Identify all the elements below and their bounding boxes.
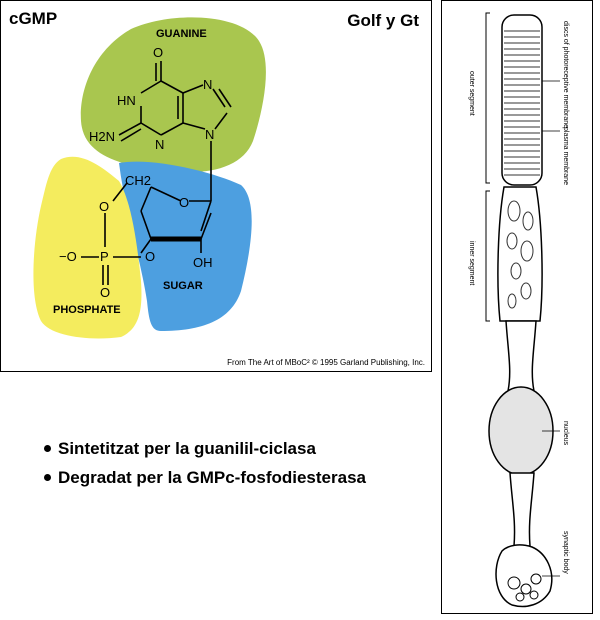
sugar-label: SUGAR [163, 280, 203, 292]
bullet-item: Degradat per la GMPc-fosfodiesterasa [44, 463, 366, 492]
atom-oh: OH [193, 255, 213, 270]
cell-stalk-upper [505, 320, 537, 392]
figure-credit: From The Art of MBoC² © 1995 Garland Pub… [227, 358, 425, 367]
synaptic-body-shape [495, 544, 553, 608]
photoreceptive-discs [504, 30, 540, 176]
atom-n-right-top: N [203, 77, 212, 92]
guanine-bonds [118, 61, 232, 201]
bullet-icon [44, 445, 51, 452]
golf-gt-title: Golf y Gt [347, 11, 419, 30]
sugar-region [119, 161, 252, 331]
inner-segment-label: inner segment [468, 241, 475, 285]
bullet-item: Sintetitzat per la guanilil-ciclasa [44, 434, 366, 463]
atom-labels: O HN N H2N N N CH2 O O −O P O O OH [59, 45, 214, 300]
atom-p: P [100, 249, 109, 264]
atom-ch2: CH2 [125, 173, 151, 188]
cell-stalk-lower [509, 472, 535, 547]
bullet-text: Degradat per la GMPc-fosfodiesterasa [58, 468, 366, 487]
bullet-list: Sintetitzat per la guanilil-ciclasa Degr… [44, 434, 366, 492]
guanine-label: GUANINE [156, 28, 207, 40]
bullet-icon [44, 474, 51, 481]
synaptic-body-label: synaptic body [562, 531, 569, 574]
phosphate-label: PHOSPHATE [53, 304, 121, 316]
atom-n-bottom-left: N [155, 137, 164, 152]
inner-segment-shape [497, 186, 543, 322]
atom-o-bridge: O [145, 249, 155, 264]
atom-o-minus: −O [59, 249, 77, 264]
phosphate-region [33, 156, 142, 339]
bullet-text: Sintetitzat per la guanilil-ciclasa [58, 439, 316, 458]
cgmp-title: cGMP [9, 9, 58, 28]
guanine-region [80, 17, 266, 173]
plasma-membrane-label: plasma membrane [562, 127, 569, 185]
cgmp-structure-panel: cGMP Golf y Gt GUANINE SUGAR PHOSPHATE [0, 0, 432, 372]
atom-hn: HN [117, 93, 136, 108]
nucleus-label: nucleus [562, 421, 569, 446]
label-leaders [542, 80, 560, 577]
sugar-phosphate-bonds [81, 182, 212, 285]
outer-segment-label: outer segment [468, 71, 475, 116]
atom-o-double: O [100, 285, 110, 300]
rod-cell-panel: outer segment inner segment discs of pho… [441, 0, 593, 614]
synaptic-vesicles [507, 573, 542, 602]
rod-cell-diagram: outer segment inner segment discs of pho… [468, 12, 569, 608]
atom-o-top: O [153, 45, 163, 60]
mitochondria [506, 200, 534, 309]
atom-o-ester: O [99, 199, 109, 214]
atom-n-bottom-right: N [205, 127, 214, 142]
discs-label: discs of photoreceptive membrane [562, 21, 569, 128]
segment-brackets [485, 12, 490, 322]
atom-o-ring: O [179, 195, 189, 210]
atom-h2n: H2N [89, 129, 115, 144]
outer-segment-shape [501, 14, 543, 186]
cgmp-molecule-diagram: GUANINE SUGAR PHOSPHATE [33, 17, 266, 339]
